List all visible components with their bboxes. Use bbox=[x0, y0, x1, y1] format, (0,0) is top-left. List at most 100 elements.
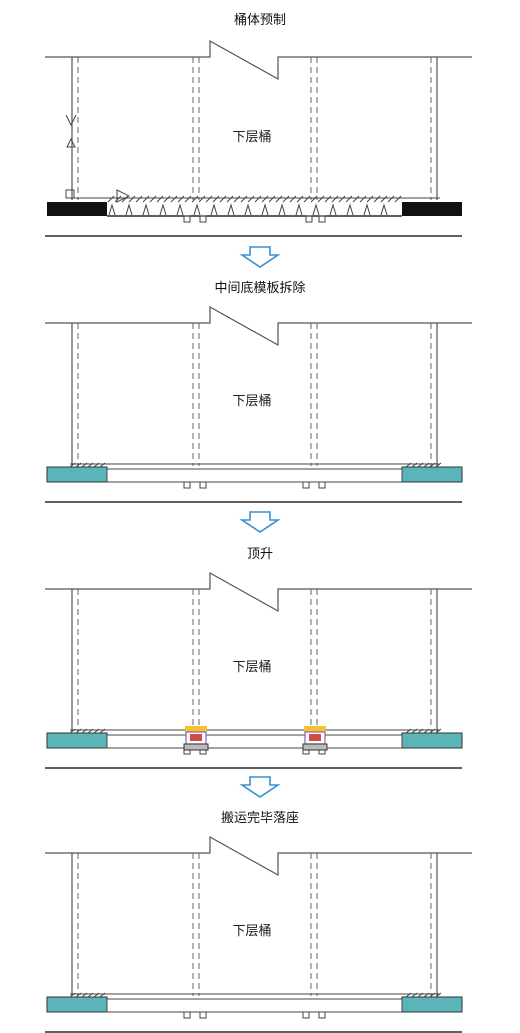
anchor-square bbox=[305, 215, 313, 223]
hatch bbox=[423, 462, 430, 468]
hatch bbox=[99, 462, 106, 468]
hatch bbox=[226, 195, 234, 203]
hatch bbox=[93, 992, 100, 998]
anchor-square bbox=[302, 481, 310, 489]
hatch bbox=[69, 462, 76, 468]
jack-top-plate bbox=[185, 726, 207, 732]
anchor-square bbox=[318, 215, 326, 223]
hatch bbox=[411, 992, 418, 998]
marker-flag bbox=[116, 189, 131, 203]
hatch bbox=[394, 195, 402, 203]
support-mark bbox=[329, 203, 337, 216]
hatch bbox=[387, 195, 395, 203]
hatch bbox=[177, 195, 185, 203]
support-mark bbox=[125, 203, 133, 216]
support-mark bbox=[244, 203, 252, 216]
jack-2 bbox=[302, 726, 328, 751]
anchor-square bbox=[183, 1011, 191, 1019]
hatch bbox=[163, 195, 171, 203]
hatch bbox=[149, 195, 157, 203]
hatch bbox=[142, 195, 150, 203]
base-block-left bbox=[46, 996, 108, 1013]
support-mark bbox=[108, 203, 116, 216]
hatch bbox=[69, 728, 76, 734]
hatch bbox=[261, 195, 269, 203]
hatch bbox=[135, 195, 143, 203]
hatch bbox=[429, 992, 436, 998]
anchor-square bbox=[183, 481, 191, 489]
hatch bbox=[81, 728, 88, 734]
anchor-square bbox=[318, 1011, 326, 1019]
down-arrow-icon-1 bbox=[239, 246, 281, 268]
top-edge-break bbox=[45, 305, 472, 347]
base-block-left bbox=[46, 732, 108, 749]
jack-top-plate bbox=[304, 726, 326, 732]
hatch bbox=[331, 195, 339, 203]
stage-1-title: 桶体预制 bbox=[234, 13, 286, 28]
hatch bbox=[75, 462, 82, 468]
hatch bbox=[240, 195, 248, 203]
hatch bbox=[114, 195, 122, 203]
support-mark bbox=[295, 203, 303, 216]
hatch bbox=[435, 728, 442, 734]
stage-3-title: 顶升 bbox=[247, 547, 273, 562]
hatch bbox=[184, 195, 192, 203]
support-mark bbox=[210, 203, 218, 216]
hatch bbox=[352, 195, 360, 203]
hatch bbox=[317, 195, 325, 203]
hatch bbox=[87, 728, 94, 734]
support-mark bbox=[312, 203, 320, 216]
hatch bbox=[289, 195, 297, 203]
hatch bbox=[423, 728, 430, 734]
marker-triangle bbox=[66, 137, 76, 148]
base-block-left bbox=[46, 466, 108, 483]
top-edge-break bbox=[45, 835, 472, 877]
marker-v bbox=[65, 114, 77, 127]
jack-1 bbox=[183, 726, 209, 751]
hatch bbox=[128, 195, 136, 203]
jack-base bbox=[183, 743, 209, 751]
stage-1-panel bbox=[45, 39, 472, 237]
anchor-square bbox=[199, 481, 207, 489]
hatch bbox=[191, 195, 199, 203]
stage-4-panel bbox=[45, 835, 472, 1033]
hatch bbox=[93, 462, 100, 468]
stage-2-panel bbox=[45, 305, 472, 503]
hatch bbox=[405, 728, 412, 734]
hatch bbox=[345, 195, 353, 203]
hatch bbox=[198, 195, 206, 203]
hatch bbox=[423, 992, 430, 998]
hatch bbox=[170, 195, 178, 203]
hatch bbox=[405, 992, 412, 998]
hatch bbox=[417, 992, 424, 998]
hatch bbox=[219, 195, 227, 203]
hatch bbox=[69, 992, 76, 998]
hatch bbox=[380, 195, 388, 203]
support-mark bbox=[261, 203, 269, 216]
hatch bbox=[296, 195, 304, 203]
base-block-right bbox=[401, 466, 463, 483]
support-mark bbox=[346, 203, 354, 216]
anchor-square bbox=[183, 215, 191, 223]
hatch bbox=[310, 195, 318, 203]
hatch bbox=[99, 728, 106, 734]
top-edge-break bbox=[45, 571, 472, 613]
support-mark bbox=[363, 203, 371, 216]
support-mark bbox=[278, 203, 286, 216]
hatch bbox=[282, 195, 290, 203]
hatch bbox=[81, 992, 88, 998]
top-edge-break bbox=[45, 39, 472, 81]
hatch bbox=[156, 195, 164, 203]
anchor-square bbox=[318, 481, 326, 489]
hatch bbox=[212, 195, 220, 203]
hatch bbox=[411, 462, 418, 468]
base-block-right bbox=[401, 732, 463, 749]
base-block-right bbox=[401, 996, 463, 1013]
hatch bbox=[429, 462, 436, 468]
hatch bbox=[93, 728, 100, 734]
jack-cylinder bbox=[190, 734, 202, 741]
hatch bbox=[373, 195, 381, 203]
jack-base bbox=[302, 743, 328, 751]
stage-2-title: 中间底模板拆除 bbox=[214, 280, 305, 296]
